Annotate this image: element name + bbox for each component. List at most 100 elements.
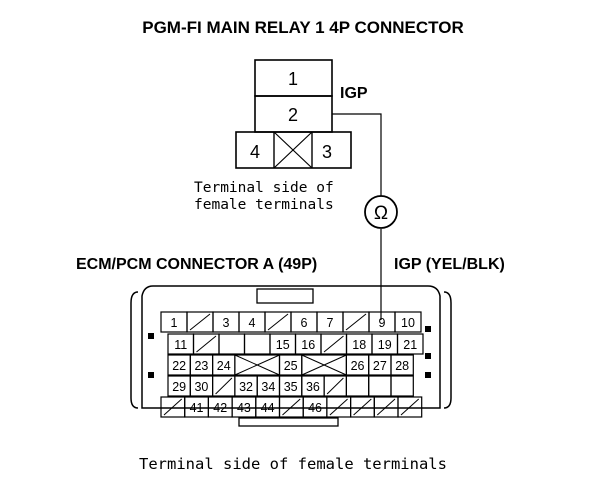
ecm-pin-label: 42 [213, 401, 227, 415]
ecm-pin-label: 18 [352, 338, 366, 352]
ecm-pin: 7 [316, 311, 344, 333]
ecm-pin: 15 [269, 333, 297, 355]
ecm-pin: 1 [160, 311, 188, 333]
ecm-pin-label: 11 [174, 338, 187, 352]
relay-connector-title: PGM-FI MAIN RELAY 1 4P CONNECTOR [142, 18, 463, 37]
ecm-pin: 21 [396, 333, 424, 355]
ecm-pin: 30 [189, 375, 214, 397]
ecm-pin-label: 41 [190, 401, 204, 415]
ecm-pin-label: 19 [378, 338, 392, 352]
ecm-pin-label: 24 [217, 359, 231, 373]
ecm-cavity-empty [278, 396, 304, 418]
ecm-pin: 43 [231, 396, 257, 418]
ecm-pin: 22 [167, 354, 191, 376]
ecm-pin: 6 [290, 311, 318, 333]
ecm-pin: 9 [368, 311, 396, 333]
ecm-pin [368, 375, 392, 397]
ecm-cavity-empty [186, 311, 214, 333]
ecm-cavity-empty [320, 333, 348, 355]
ecm-pin: 3 [212, 311, 240, 333]
ecm-pin: 44 [255, 396, 281, 418]
ecm-pin: 25 [278, 354, 303, 376]
relay-terminal-note-1: Terminal side of [194, 180, 334, 196]
ecm-pin-label: 16 [301, 338, 315, 352]
ecm-pin-label: 25 [284, 359, 298, 373]
ecm-pin-label: 46 [308, 401, 322, 415]
relay-cavity-unused [273, 131, 313, 169]
ecm-cavity-unused [234, 354, 281, 376]
ecm-pin: 10 [394, 311, 422, 333]
ecm-cavity-empty [373, 396, 399, 418]
ecm-pin-label: 21 [403, 338, 417, 352]
ecm-pin-label: 3 [223, 316, 230, 330]
ecm-pin-label: 35 [284, 380, 298, 394]
ecm-cavity-empty [350, 396, 375, 418]
ohmmeter-symbol [364, 195, 398, 229]
ecm-pin-label: 43 [237, 401, 251, 415]
ecm-pin-label: 1 [171, 316, 178, 330]
ecm-cavity-empty [397, 396, 423, 418]
ecm-pin-label: 4 [249, 316, 256, 330]
ecm-pin: 46 [302, 396, 328, 418]
ecm-pin-label: 28 [395, 359, 409, 373]
ecm-cavity-empty [326, 396, 352, 418]
ecm-pin-label: 15 [276, 338, 290, 352]
relay-terminal-note-2: female terminals [194, 197, 334, 213]
ecm-pin [345, 375, 370, 397]
ecm-cavity-unused [301, 354, 347, 376]
ecm-pin: 28 [390, 354, 414, 376]
test-lead [332, 113, 382, 320]
ecm-pin: 16 [294, 333, 322, 355]
ecm-pin: 34 [256, 375, 281, 397]
ecm-pin: 19 [371, 333, 399, 355]
ecm-pin: 32 [234, 375, 258, 397]
ecm-pin-label: 9 [379, 316, 386, 330]
ecm-cavity-empty [342, 311, 370, 333]
ecm-pin-label: 26 [351, 359, 365, 373]
ecm-cavity-empty [212, 375, 236, 397]
ecm-pin: 36 [301, 375, 325, 397]
ecm-pin: 35 [278, 375, 303, 397]
relay-connector: 1 2 4 3 [235, 59, 352, 169]
ecm-pin-label: 6 [301, 316, 308, 330]
ecm-pin: 26 [345, 354, 370, 376]
ecm-pin-label: 32 [239, 380, 253, 394]
ecm-pin: 41 [184, 396, 209, 418]
relay-pin-3: 3 [322, 142, 332, 162]
ecm-pin-label: 36 [306, 380, 320, 394]
relay-pin-1: 1 [288, 69, 298, 89]
relay-pin-2: 2 [288, 105, 298, 125]
ecm-pin: 18 [345, 333, 373, 355]
ecm-pin [243, 333, 271, 355]
ecm-pin-label: 34 [261, 380, 275, 394]
ohmmeter: Ω [364, 195, 398, 229]
ecm-pin: 29 [167, 375, 191, 397]
ecm-pin: 11 [167, 333, 195, 355]
ecm-terminal-note: Terminal side of female terminals [139, 455, 447, 473]
ecm-pin-label: 22 [172, 359, 186, 373]
relay-wire-label: IGP [340, 85, 368, 102]
ecm-cavity-empty [323, 375, 348, 397]
ecm-pin-label: 23 [194, 359, 208, 373]
ecm-wire-label: IGP (YEL/BLK) [394, 256, 505, 273]
ecm-cavity-empty [192, 333, 220, 355]
ecm-pin-label: 10 [401, 316, 415, 330]
ecm-pin: 27 [368, 354, 392, 376]
ecm-pin: 42 [207, 396, 233, 418]
ecm-pin: 4 [238, 311, 266, 333]
ecm-pin-label: 30 [194, 380, 208, 394]
ecm-pin: 24 [212, 354, 236, 376]
relay-pin-4: 4 [250, 142, 260, 162]
ecm-pin-label: 7 [327, 316, 334, 330]
ecm-pin-label: 27 [373, 359, 387, 373]
ecm-pin: 23 [189, 354, 214, 376]
ecm-cavity-empty [160, 396, 186, 418]
ohm-symbol: Ω [374, 203, 388, 224]
ecm-pin-label: 44 [261, 401, 275, 415]
ecm-pin [390, 375, 414, 397]
ecm-connector-title: ECM/PCM CONNECTOR A (49P) [76, 256, 317, 273]
ecm-cavity-empty [264, 311, 292, 333]
